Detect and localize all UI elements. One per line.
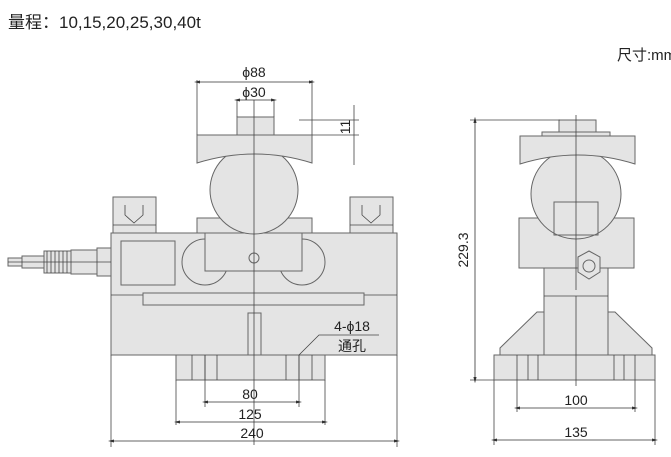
dim-total-width: 240 — [240, 425, 264, 441]
dim-inner-diameter: ϕ30 — [242, 84, 266, 100]
dim-base-width: 125 — [238, 406, 262, 422]
dim-total-height: 229.3 — [455, 232, 471, 267]
dim-side-base-width: 135 — [564, 424, 588, 440]
dim-top-height: 11 — [337, 120, 353, 135]
front-view: ϕ88 ϕ30 11 4-ϕ18 通孔 80 125 240 — [7, 64, 401, 447]
range-label: 量程：10,15,20,25,30,40t — [8, 13, 201, 32]
side-view: 229.3 100 135 — [455, 115, 659, 445]
dim-hole-spacing: 80 — [242, 386, 258, 402]
dim-side-hole-spacing: 100 — [564, 392, 588, 408]
hole-spec: 4-ϕ18 — [334, 318, 370, 334]
dim-outer-diameter: ϕ88 — [242, 64, 266, 80]
hole-type: 通孔 — [338, 338, 366, 354]
unit-label: 尺寸:mm — [617, 47, 671, 64]
